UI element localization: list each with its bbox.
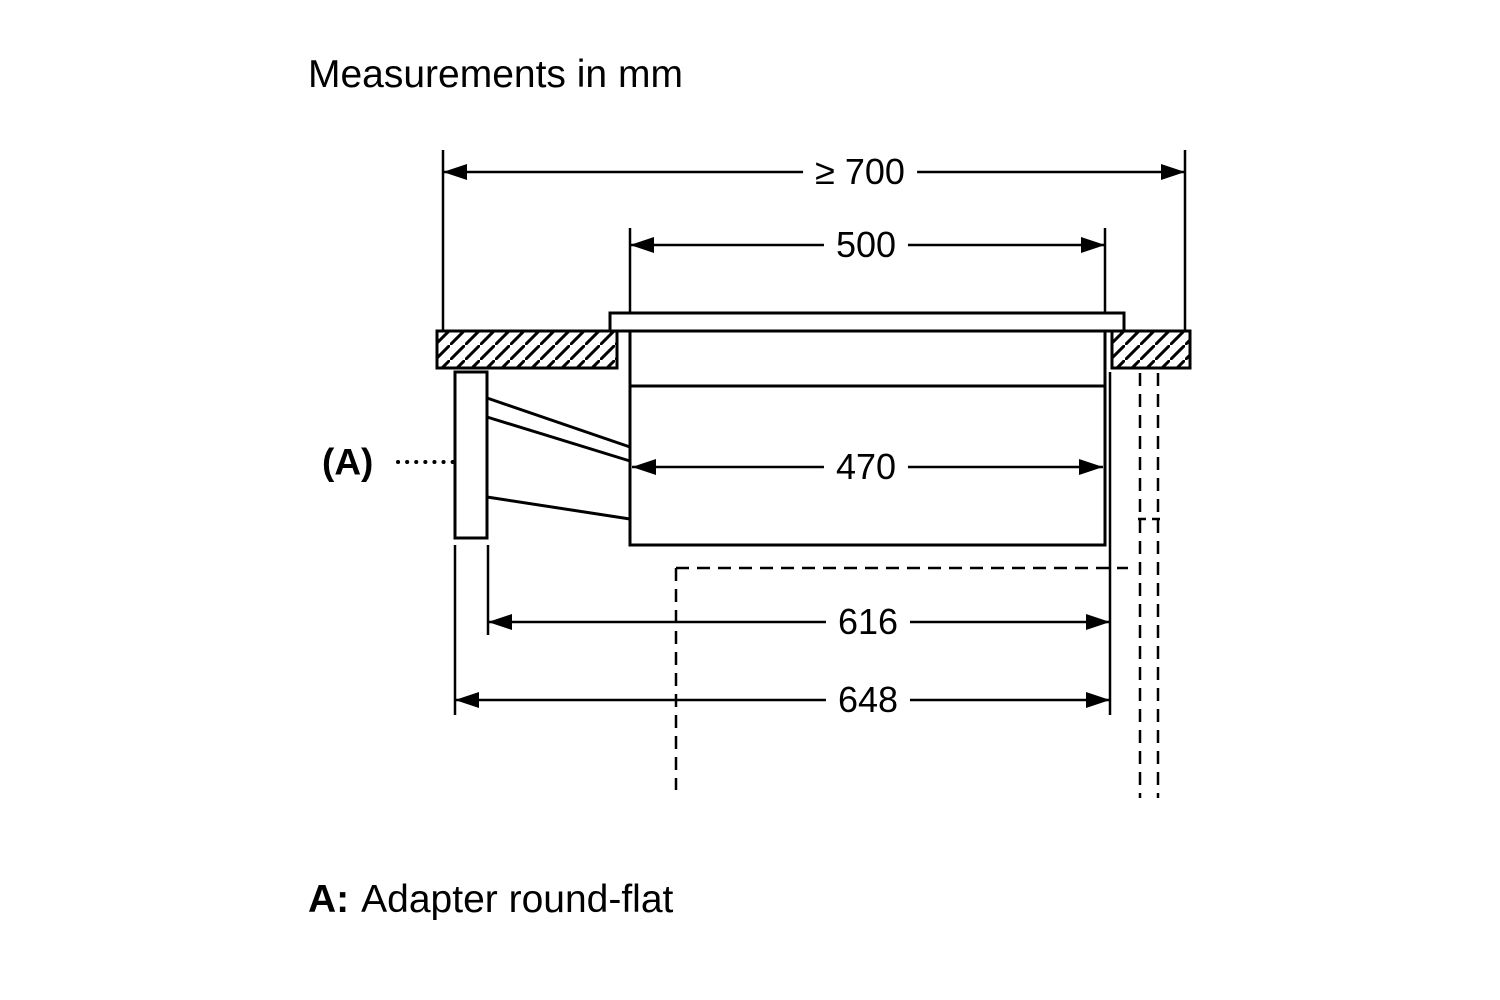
dim-label-total-width: 648 [825,680,911,720]
arrowhead-right-icon [1086,614,1110,630]
arrowhead-left-icon [488,614,512,630]
adapter-funnel-bottom-line [486,495,631,521]
dim-label-cutout-width: 616 [825,602,911,642]
arrowhead-left-icon [632,459,656,475]
arrowhead-right-icon [1081,237,1105,253]
arrowhead-right-icon [1086,692,1110,708]
hob-top-plate [608,311,1126,333]
dim-label-top-width: 500 [823,225,909,265]
worktop-right-section [1110,329,1192,370]
dim-label-inner-width: 470 [823,447,909,487]
page-title: Measurements in mm [308,53,683,96]
adapter-funnel-middle-line [486,415,631,463]
footnote: A: Adapter round-flat [308,880,673,919]
worktop-left-section [435,329,619,370]
arrowhead-right-icon [1079,459,1103,475]
arrowhead-right-icon [1161,164,1185,180]
arrowhead-left-icon [443,164,467,180]
arrowhead-left-icon [455,692,479,708]
footnote-text: Adapter round-flat [361,878,674,921]
adapter-flange [453,370,489,540]
hob-body-box [628,329,1107,547]
adapter-callout-label: (A) [322,441,374,483]
footnote-key: A: [308,878,350,921]
adapter-funnel-top-line [486,396,631,449]
dim-label-overall-width: ≥ 700 [803,152,917,192]
arrowhead-left-icon [630,237,654,253]
